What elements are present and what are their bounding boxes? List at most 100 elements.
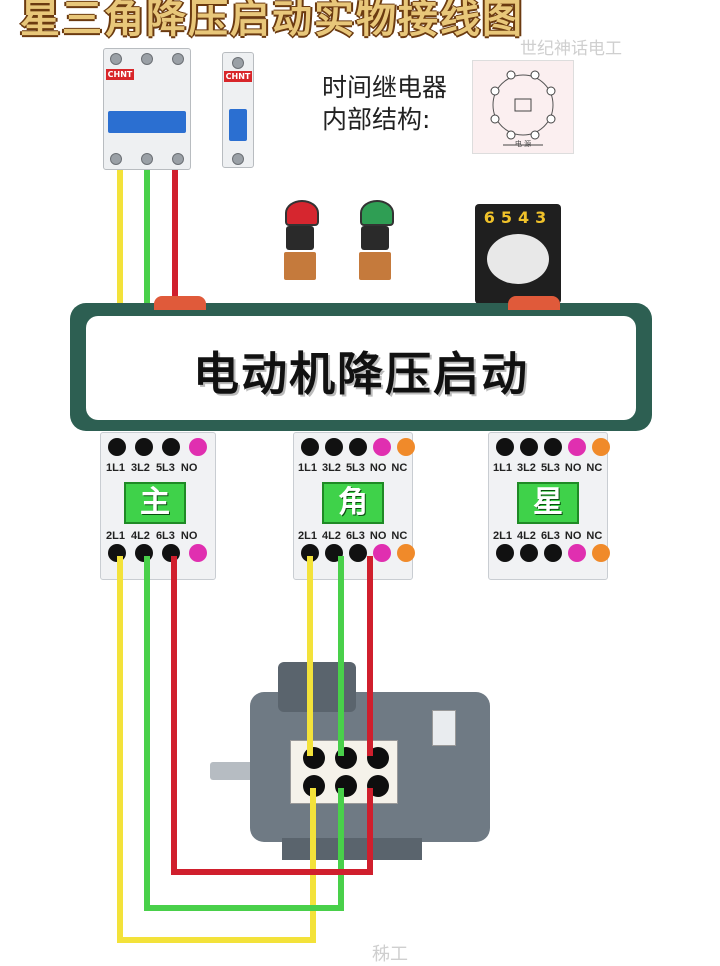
wire-l1-top [117,168,123,316]
terminal[interactable] [301,544,319,562]
terminal[interactable] [108,438,126,456]
terminal-label: NC [391,530,408,542]
terminal-label: 1L1 [493,462,512,474]
contactor-delta-top-labels: 1L1 3L2 5L3 NO NC [298,462,407,474]
terminal-label: 4L2 [321,530,341,542]
screw-icon [141,53,153,65]
breaker-handle[interactable] [108,111,186,133]
terminal-label: NC [586,530,603,542]
relay-diagram-caption: 电 源 [514,140,532,148]
screw-icon [110,153,122,165]
contactor-main-top-labels: 1L1 3L2 5L3 NO [106,462,197,474]
terminal-nc[interactable] [592,438,610,456]
terminal[interactable] [520,544,538,562]
terminal-label: NO [564,530,582,542]
contactor-main-top-terminals [108,438,207,456]
banner-tab-right [508,296,560,310]
wire-l1-main-out [117,556,316,943]
terminal-nc[interactable] [592,544,610,562]
terminal-label: 2L1 [106,530,125,542]
terminal-label: NO [369,462,387,474]
terminal[interactable] [544,438,562,456]
relay-label-line1: 时间继电器 [322,73,448,102]
control-circuit-breaker: CHNT [222,52,254,168]
button-body [361,226,389,250]
terminal-no[interactable] [568,544,586,562]
motor-shaft [210,762,258,780]
watermark-bottom: 秭工 [372,944,408,965]
terminal[interactable] [349,438,367,456]
contactor-delta-top-terminals [301,438,415,456]
relay-top-numbers: 6543 [483,208,553,227]
banner-tab-left [154,296,206,310]
terminal[interactable] [520,438,538,456]
terminal[interactable] [135,438,153,456]
contactor-star-bottom-terminals [496,544,610,562]
start-button[interactable] [357,200,394,282]
terminal-label: 1L1 [106,462,125,474]
screw-icon [110,53,122,65]
screw-icon [141,153,153,165]
contactor-main-tag: 主 [124,482,186,524]
terminal-label: NC [586,462,603,474]
terminal-label: NO [564,462,582,474]
terminal-label: 3L2 [321,462,341,474]
wire-l3-top [172,168,178,316]
terminal-no[interactable] [568,438,586,456]
stop-button-cap [285,200,319,226]
terminal-label: 6L3 [155,530,175,542]
terminal-nc[interactable] [397,438,415,456]
contactor-star-top-labels: 1L1 3L2 5L3 NO NC [493,462,602,474]
terminal-label: NO [369,530,387,542]
contactor-delta-bottom-labels: 2L1 4L2 6L3 NO NC [298,530,407,542]
banner-title: 电动机降压启动 [193,347,529,401]
button-contact-block [359,252,391,280]
terminal-label: NO [180,462,198,474]
relay-internal-diagram: 电 源 [472,60,574,154]
terminal-label: 4L2 [130,530,150,542]
terminal-no[interactable] [373,438,391,456]
terminal-label: 5L3 [540,462,560,474]
terminal[interactable] [301,438,319,456]
terminal-no[interactable] [189,438,207,456]
motor-foot [282,838,422,860]
terminal-label: 3L2 [516,462,536,474]
relay-label-line2: 内部结构: [322,105,431,134]
terminal-label: 2L1 [298,530,317,542]
terminal-nc[interactable] [397,544,415,562]
banner-panel [86,316,636,420]
screw-icon [232,57,244,69]
terminal-label: 3L2 [130,462,150,474]
wire-l3-main-out [171,556,373,875]
motor-nameplate [432,710,456,746]
contactor-star-top-terminals [496,438,610,456]
terminal[interactable] [162,438,180,456]
screw-icon [172,53,184,65]
contactor-main-bottom-labels: 2L1 4L2 6L3 NO [106,530,197,542]
terminal[interactable] [544,544,562,562]
breaker-handle[interactable] [229,109,247,141]
screw-icon [232,153,244,165]
button-body [286,226,314,250]
terminal-label: 6L3 [540,530,560,542]
relay-label: 时间继电器 内部结构: [322,72,447,136]
watermark-top: 世纪神话电工 [520,39,622,59]
terminal-label: 2L1 [493,530,512,542]
breaker-brand-label: CHNT [224,71,252,82]
terminal[interactable] [496,438,514,456]
terminal-no[interactable] [189,544,207,562]
terminal-label: 4L2 [516,530,536,542]
motor-terminal[interactable] [303,775,325,797]
contactor-star-bottom-labels: 2L1 4L2 6L3 NO NC [493,530,602,542]
terminal-label: 5L3 [345,462,365,474]
contactor-delta-tag: 角 [322,482,384,524]
stop-button[interactable] [282,200,319,282]
button-contact-block [284,252,316,280]
wire-l2-top [144,168,150,316]
terminal[interactable] [496,544,514,562]
terminal[interactable] [349,544,367,562]
wire-l2-main-out [144,556,344,911]
terminal[interactable] [325,438,343,456]
terminal-no[interactable] [373,544,391,562]
